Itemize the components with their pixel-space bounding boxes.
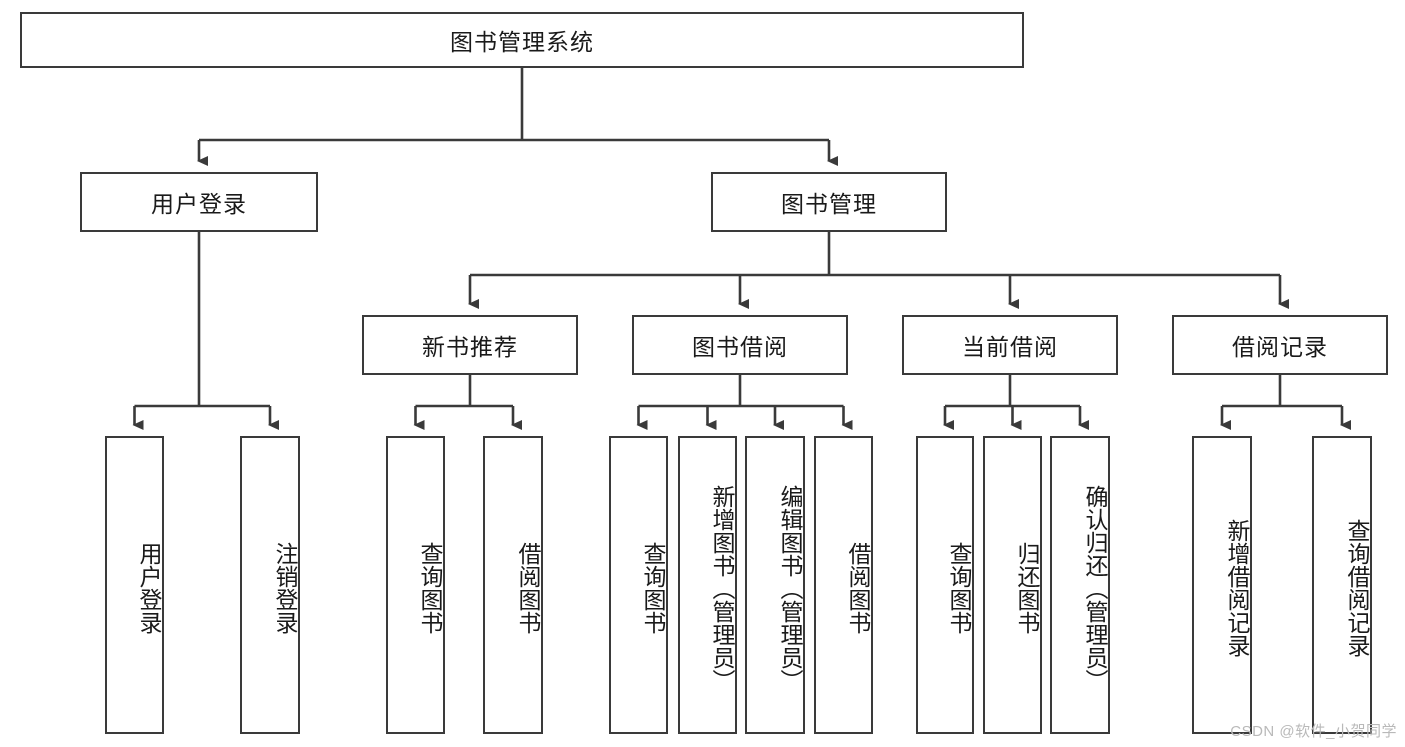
node-label: 新书推荐: [422, 334, 518, 360]
node-label: 注销登录: [272, 542, 298, 634]
level2-node[interactable]: 图书管理: [711, 172, 947, 232]
node-label: 图书借阅: [692, 334, 788, 360]
leaves-node[interactable]: 查询图书: [916, 436, 974, 734]
node-label: 图书管理系统: [450, 29, 594, 55]
leaves-node[interactable]: 用户登录: [105, 436, 164, 734]
leaves-node[interactable]: 编辑图书（管理员）: [745, 436, 805, 734]
leaves-node[interactable]: 确认归还（管理员）: [1050, 436, 1110, 734]
level3-node[interactable]: 新书推荐: [362, 315, 578, 375]
node-label: 新增图书（管理员）: [709, 484, 735, 692]
leaves-node[interactable]: 新增图书（管理员）: [678, 436, 737, 734]
leaves-node[interactable]: 借阅图书: [483, 436, 543, 734]
leaves-node[interactable]: 借阅图书: [814, 436, 873, 734]
watermark-text: CSDN @软件_小贺同学: [1230, 723, 1397, 740]
leaves-node[interactable]: 查询图书: [609, 436, 668, 734]
node-label: 查询借阅记录: [1344, 519, 1370, 657]
node-label: 用户登录: [151, 191, 247, 217]
level2-node[interactable]: 用户登录: [80, 172, 318, 232]
node-label: 查询图书: [640, 542, 666, 634]
node-label: 查询图书: [946, 542, 972, 634]
node-label: 借阅图书: [845, 542, 871, 634]
node-label: 归还图书: [1014, 542, 1040, 634]
level3-node[interactable]: 当前借阅: [902, 315, 1118, 375]
node-label: 当前借阅: [962, 334, 1058, 360]
level3-node[interactable]: 借阅记录: [1172, 315, 1388, 375]
node-label: 新增借阅记录: [1224, 519, 1250, 657]
leaves-node[interactable]: 查询图书: [386, 436, 445, 734]
leaves-node[interactable]: 新增借阅记录: [1192, 436, 1252, 734]
node-label: 查询图书: [417, 542, 443, 634]
level3-node[interactable]: 图书借阅: [632, 315, 848, 375]
node-label: 确认归还（管理员）: [1082, 484, 1108, 692]
leaves-node[interactable]: 查询借阅记录: [1312, 436, 1372, 734]
node-label: 编辑图书（管理员）: [777, 484, 803, 692]
leaves-node[interactable]: 注销登录: [240, 436, 300, 734]
node-label: 借阅图书: [515, 542, 541, 634]
node-label: 借阅记录: [1232, 334, 1328, 360]
leaves-node[interactable]: 归还图书: [983, 436, 1042, 734]
node-label: 用户登录: [136, 542, 162, 634]
node-label: 图书管理: [781, 191, 877, 217]
root-node[interactable]: 图书管理系统: [20, 12, 1024, 68]
